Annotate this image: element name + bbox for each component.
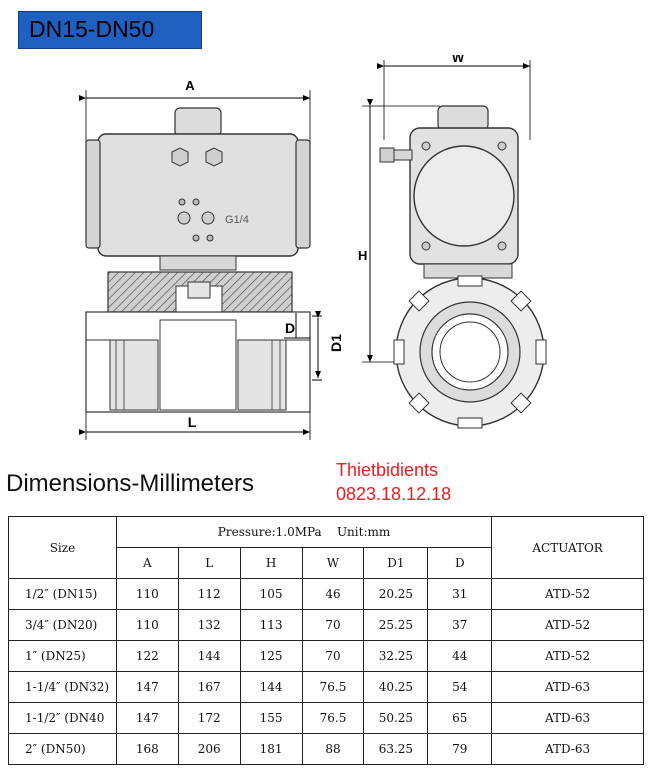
table-row: 1/2″ (DN15) 110 112 105 46 20.25 31 ATD-… — [8, 578, 644, 610]
w-cell: 46 — [301, 578, 365, 610]
seller-phone: 0823.18.12.18 — [336, 484, 452, 504]
a-cell: 168 — [115, 733, 179, 765]
a-cell: 147 — [115, 702, 179, 734]
column-header-d1: D1 — [363, 547, 429, 579]
dim-d1-label: D1 — [328, 334, 344, 352]
w-cell: 76.5 — [301, 702, 365, 734]
size-header: Size — [8, 516, 117, 579]
dim-a-label: A — [185, 78, 195, 93]
d1-cell: 63.25 — [363, 733, 429, 765]
size-cell: 1″ (DN25) — [8, 640, 117, 672]
a-cell: 110 — [115, 578, 179, 610]
d-cell: 79 — [427, 733, 493, 765]
column-header-d: D — [427, 547, 493, 579]
d-cell: 31 — [427, 578, 493, 610]
h-cell: 113 — [239, 609, 303, 641]
column-header-l: L — [177, 547, 241, 579]
d-cell: 54 — [427, 671, 493, 703]
port-label: G1/4 — [225, 214, 249, 226]
l-cell: 206 — [177, 733, 241, 765]
d1-cell: 50.25 — [363, 702, 429, 734]
size-range-label: DN15-DN50 — [29, 16, 155, 42]
table-row: 1-1/4″ (DN32) 147 167 144 76.5 40.25 54 … — [8, 671, 644, 703]
table-row: 1-1/2″ (DN40 147 172 155 76.5 50.25 65 A… — [8, 702, 644, 734]
actuator-cell: ATD-52 — [491, 578, 644, 610]
actuator-cell: ATD-63 — [491, 671, 644, 703]
size-cell: 1/2″ (DN15) — [8, 578, 117, 610]
section-title: Dimensions-Millimeters — [6, 470, 255, 497]
size-cell: 3/4″ (DN20) — [8, 609, 117, 641]
table-row: 2″ (DN50) 168 206 181 88 63.25 79 ATD-63 — [8, 733, 644, 765]
h-cell: 155 — [239, 702, 303, 734]
side-view: W H — [358, 55, 547, 429]
d1-cell: 32.25 — [363, 640, 429, 672]
a-cell: 122 — [115, 640, 179, 672]
dim-h-label: H — [358, 248, 367, 263]
d-cell: 44 — [427, 640, 493, 672]
d1-cell: 25.25 — [363, 609, 429, 641]
w-cell: 88 — [301, 733, 365, 765]
d-cell: 65 — [427, 702, 493, 734]
w-cell: 70 — [301, 640, 365, 672]
actuator-cell: ATD-52 — [491, 609, 644, 641]
size-cell: 2″ (DN50) — [8, 733, 117, 765]
l-cell: 172 — [177, 702, 241, 734]
dim-d-label: D — [285, 320, 295, 336]
h-cell: 105 — [239, 578, 303, 610]
h-cell: 181 — [239, 733, 303, 765]
table-row: 3/4″ (DN20) 110 132 113 70 25.25 37 ATD-… — [8, 609, 644, 641]
a-cell: 147 — [115, 671, 179, 703]
dimensions-table: Size Pressure:1.0MPa Unit:mm ACTUATOR A … — [8, 516, 644, 765]
size-range-badge: DN15-DN50 — [18, 11, 202, 49]
a-cell: 110 — [115, 609, 179, 641]
dim-w-label: W — [452, 55, 465, 65]
d1-cell: 20.25 — [363, 578, 429, 610]
actuator-cell: ATD-63 — [491, 702, 644, 734]
actuator-header: ACTUATOR — [491, 516, 644, 579]
h-cell: 125 — [239, 640, 303, 672]
actuator-cell: ATD-52 — [491, 640, 644, 672]
l-cell: 144 — [177, 640, 241, 672]
size-cell: 1-1/2″ (DN40 — [8, 702, 117, 734]
l-cell: 167 — [177, 671, 241, 703]
pressure-unit-header: Pressure:1.0MPa Unit:mm — [115, 516, 493, 548]
column-header-h: H — [239, 547, 303, 579]
l-cell: 132 — [177, 609, 241, 641]
w-cell: 76.5 — [301, 671, 365, 703]
l-cell: 112 — [177, 578, 241, 610]
h-cell: 144 — [239, 671, 303, 703]
dim-l-label: L — [188, 414, 197, 430]
actuator-cell: ATD-63 — [491, 733, 644, 765]
column-header-w: W — [301, 547, 365, 579]
table-row: 1″ (DN25) 122 144 125 70 32.25 44 ATD-52 — [8, 640, 644, 672]
size-cell: 1-1/4″ (DN32) — [8, 671, 117, 703]
d-cell: 37 — [427, 609, 493, 641]
seller-info: Thietbidients 0823.18.12.18 — [336, 458, 451, 506]
column-header-a: A — [115, 547, 179, 579]
front-view: A G1/4 — [79, 78, 344, 440]
valve-technical-drawing: A G1/4 — [79, 55, 547, 440]
w-cell: 70 — [301, 609, 365, 641]
d1-cell: 40.25 — [363, 671, 429, 703]
seller-name: Thietbidients — [336, 460, 439, 480]
